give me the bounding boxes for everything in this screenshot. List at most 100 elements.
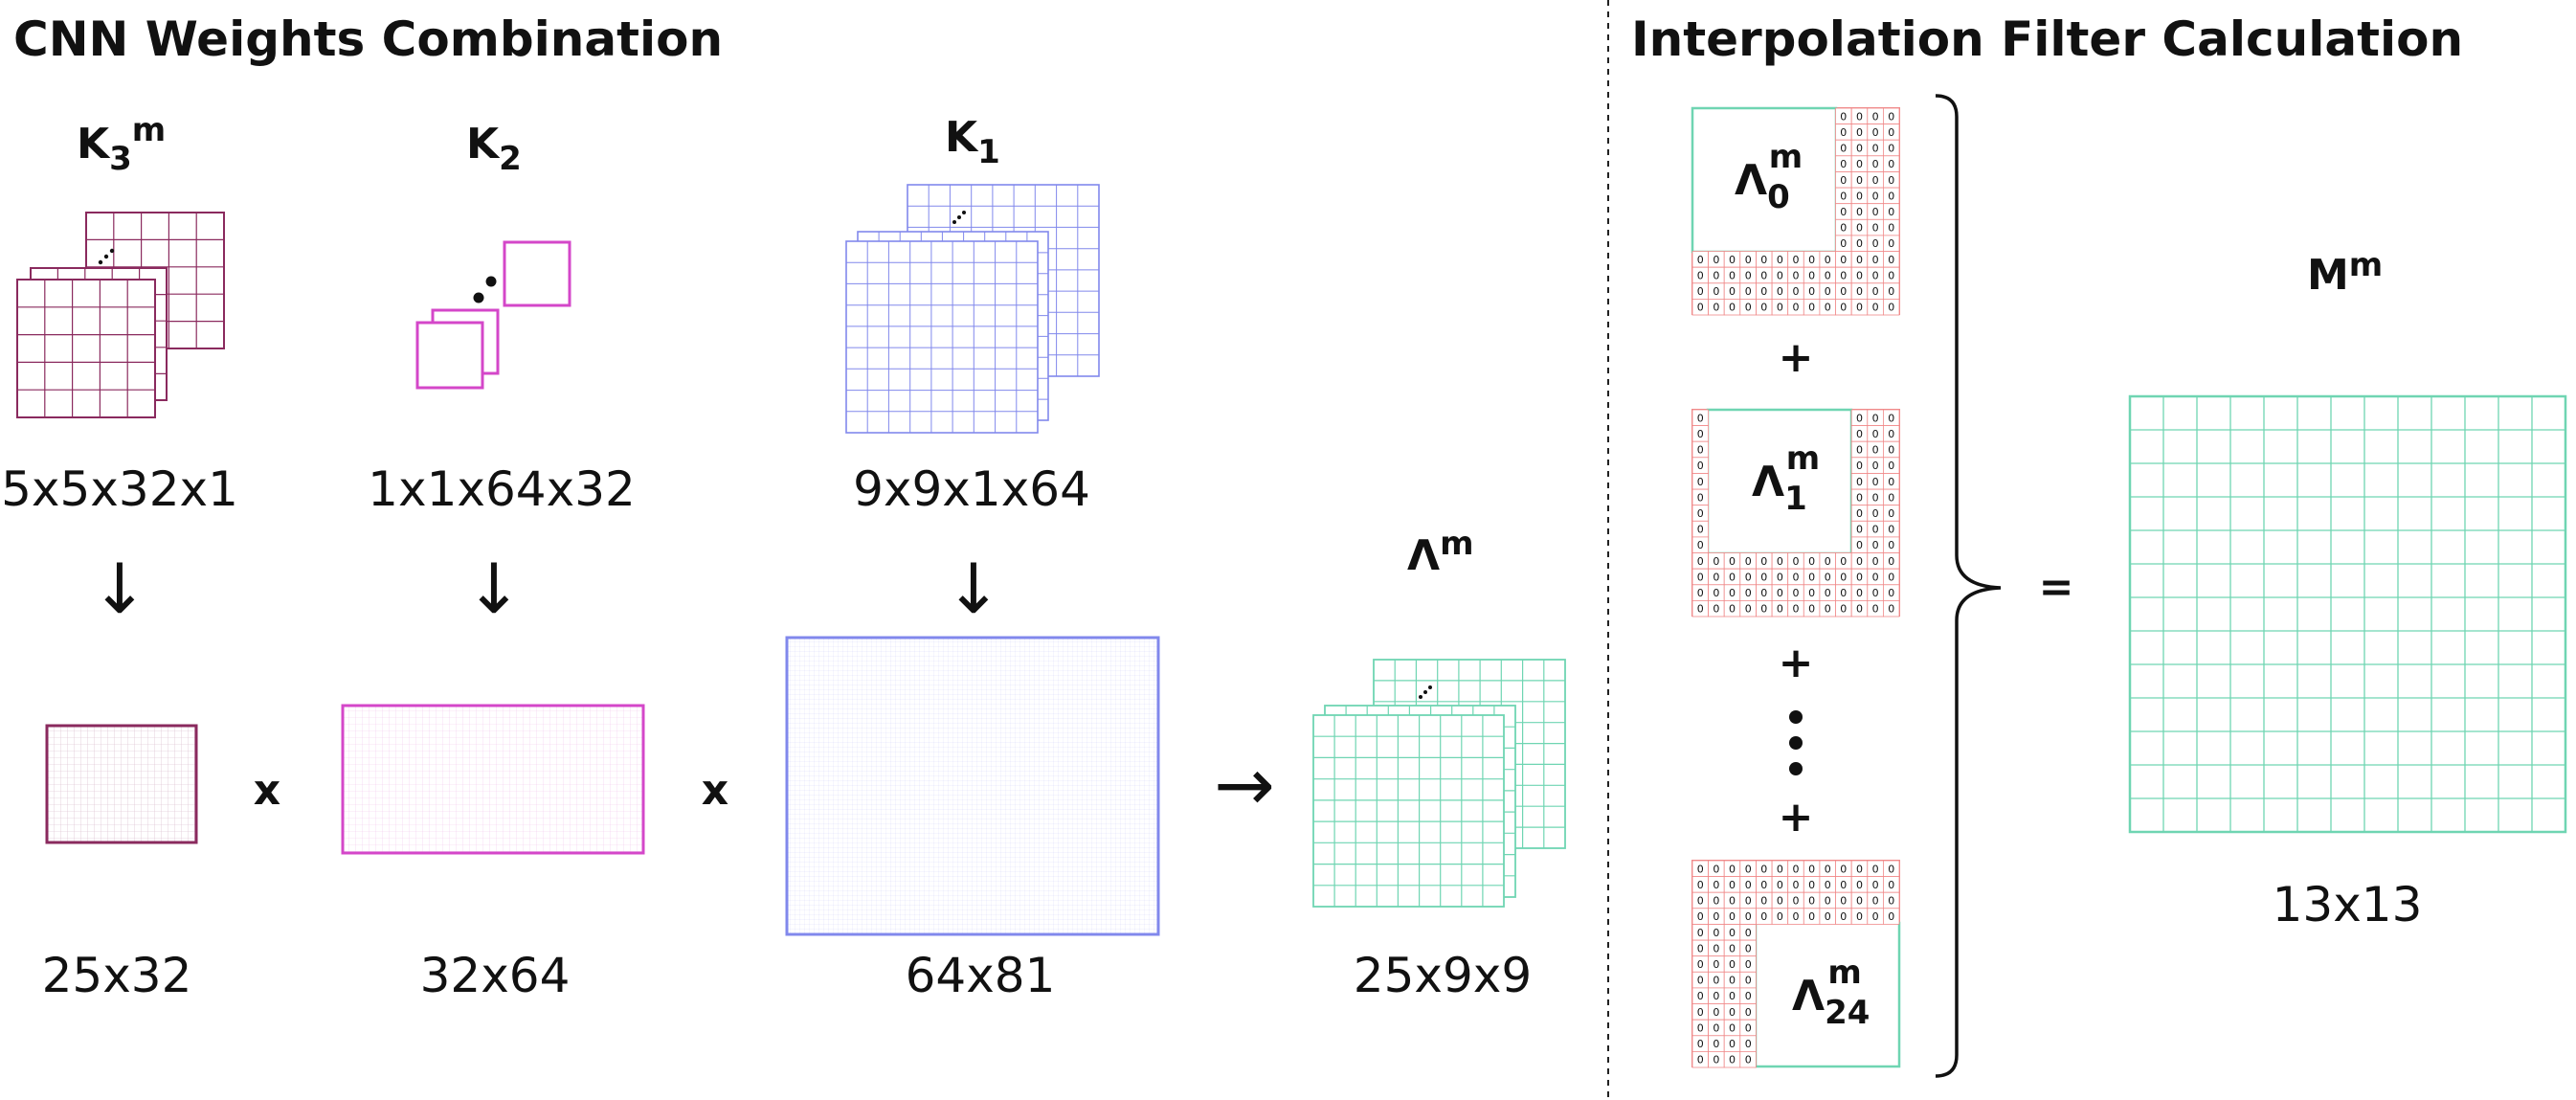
pad-zero: 0	[1825, 285, 1831, 298]
pad-zero: 0	[1745, 285, 1752, 298]
pad-zero: 0	[1856, 539, 1863, 551]
pad-zero: 0	[1777, 587, 1783, 599]
pad-zero: 0	[1697, 1038, 1704, 1050]
pad-zero: 0	[1888, 158, 1894, 170]
pad-zero: 0	[1729, 572, 1736, 584]
lambda-shape-label: 25x9x9	[1354, 948, 1532, 1003]
plus-symbol-2: +	[1779, 639, 1814, 687]
pad-zero: 0	[1825, 603, 1831, 616]
pad-zero: 0	[1840, 572, 1847, 584]
pad-zero: 0	[1888, 285, 1894, 298]
pad-zero: 0	[1856, 910, 1863, 923]
pad-zero: 0	[1825, 910, 1831, 923]
pad-zero: 0	[1729, 254, 1736, 266]
k1-label: K1	[945, 113, 1000, 171]
pad-zero: 0	[1888, 910, 1894, 923]
pad-zero: 0	[1697, 460, 1704, 472]
pad-zero: 0	[1745, 1038, 1752, 1050]
pad-zero: 0	[1888, 524, 1894, 536]
pad-zero: 0	[1713, 587, 1719, 599]
pad-zero: 0	[1697, 879, 1704, 891]
pad-zero: 0	[1729, 1038, 1736, 1050]
pad-zero: 0	[1760, 895, 1767, 908]
pad-zero: 0	[1745, 958, 1752, 971]
k2-ellipsis-icon	[473, 276, 497, 303]
pad-zero: 0	[1713, 302, 1719, 314]
pad-zero: 0	[1840, 237, 1847, 250]
pad-zero: 0	[1840, 158, 1847, 170]
pad-zero: 0	[1856, 572, 1863, 584]
pad-zero: 0	[1760, 572, 1767, 584]
pad-zero: 0	[1872, 879, 1879, 891]
pad-zero: 0	[1856, 126, 1863, 139]
k3-matrix	[45, 724, 198, 844]
pad-zero: 0	[1713, 879, 1719, 891]
pad-zero: 0	[1856, 603, 1863, 616]
k1-matrix	[785, 636, 1160, 936]
pad-zero: 0	[1888, 555, 1894, 568]
pad-zero: 0	[1697, 254, 1704, 266]
pad-zero: 0	[1888, 539, 1894, 551]
pad-cell	[1739, 1051, 1757, 1068]
pad-zero: 0	[1888, 126, 1894, 139]
pad-zero: 0	[1872, 222, 1879, 235]
pad-zero: 0	[1872, 476, 1879, 488]
pad-zero: 0	[1872, 587, 1879, 599]
pad-cell	[1883, 600, 1900, 617]
k2-kernel-back	[503, 240, 571, 307]
pad-zero: 0	[1729, 1006, 1736, 1019]
pad-zero: 0	[1856, 587, 1863, 599]
pad-zero: 0	[1856, 524, 1863, 536]
pad-zero: 0	[1729, 958, 1736, 971]
k2-down-arrow-icon: ↓	[465, 549, 523, 629]
pad-zero: 0	[1840, 879, 1847, 891]
pad-zero: 0	[1745, 587, 1752, 599]
pad-zero: 0	[1856, 237, 1863, 250]
right-section-title: Interpolation Filter Calculation	[1631, 11, 2463, 67]
lambda-ellipsis-icon	[1419, 685, 1432, 699]
pad-zero: 0	[1713, 927, 1719, 939]
pad-zero: 0	[1760, 863, 1767, 875]
k2-matrix	[341, 704, 645, 855]
pad-zero: 0	[1697, 990, 1704, 1002]
pad-zero: 0	[1840, 110, 1847, 123]
equals-symbol: =	[2039, 563, 2074, 612]
component-label: Λ0m	[1735, 138, 1803, 216]
k2-label: K2	[466, 120, 522, 178]
pad-zero: 0	[1745, 927, 1752, 939]
k1-kernel-stack	[845, 184, 1100, 434]
pad-zero: 0	[1745, 895, 1752, 908]
pad-zero: 0	[1713, 254, 1719, 266]
k2-kernel-front	[415, 321, 484, 390]
pad-zero: 0	[1856, 190, 1863, 202]
pad-zero: 0	[1872, 524, 1879, 536]
pad-zero: 0	[1888, 222, 1894, 235]
pad-zero: 0	[1697, 895, 1704, 908]
pad-zero: 0	[1856, 158, 1863, 170]
pad-zero: 0	[1856, 491, 1863, 504]
pad-zero: 0	[1697, 1006, 1704, 1019]
pad-zero: 0	[1760, 879, 1767, 891]
pad-zero: 0	[1856, 270, 1863, 282]
pad-zero: 0	[1777, 603, 1783, 616]
pad-zero: 0	[1713, 1054, 1719, 1066]
pad-zero: 0	[1729, 555, 1736, 568]
pad-zero: 0	[1888, 270, 1894, 282]
pad-zero: 0	[1745, 302, 1752, 314]
pad-zero: 0	[1825, 863, 1831, 875]
pad-zero: 0	[1793, 572, 1800, 584]
vertical-ellipsis-icon	[1789, 710, 1803, 775]
pad-zero: 0	[1872, 158, 1879, 170]
pad-zero: 0	[1697, 587, 1704, 599]
pad-zero: 0	[1856, 222, 1863, 235]
pad-zero: 0	[1872, 412, 1879, 424]
pad-zero: 0	[1745, 603, 1752, 616]
pad-zero: 0	[1856, 143, 1863, 155]
pad-zero: 0	[1840, 302, 1847, 314]
pad-zero: 0	[1808, 863, 1815, 875]
pad-zero: 0	[1808, 895, 1815, 908]
pad-zero: 0	[1713, 975, 1719, 987]
pad-zero: 0	[1872, 110, 1879, 123]
